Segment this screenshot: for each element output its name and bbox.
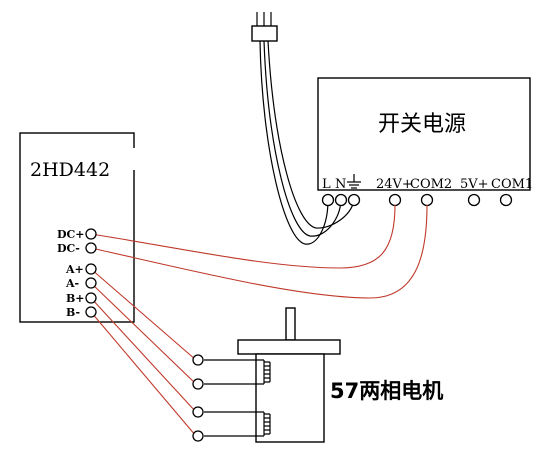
ps-terminal-n — [334, 193, 348, 207]
ps-terminal-ground — [347, 193, 361, 207]
motor-terminal-2 — [192, 378, 204, 390]
ps-terminal-l — [321, 193, 335, 207]
driver-terminal-b-minus — [85, 306, 97, 318]
ps-label-24v: 24V+ — [376, 177, 413, 192]
driver-label-dc-plus: DC+ — [57, 228, 85, 241]
motor-body — [237, 307, 341, 443]
ps-terminal-24v — [388, 193, 402, 207]
driver-box — [19, 132, 135, 323]
motor-terminal-3 — [192, 406, 204, 418]
power-wires — [90, 204, 428, 299]
driver-terminal-a-plus — [85, 263, 97, 275]
driver-label-b-plus: B+ — [66, 292, 85, 305]
driver-terminal-a-minus — [85, 277, 97, 289]
driver-terminal-b-plus — [85, 292, 97, 304]
driver-label-a-minus: A- — [65, 277, 79, 290]
power-supply-title: 开关电源 — [378, 112, 466, 137]
ps-terminal-5v — [467, 193, 481, 207]
ps-label-n: N — [335, 177, 346, 192]
motor-coils — [204, 359, 271, 437]
motor-terminal-1 — [192, 354, 204, 366]
ground-icon — [347, 174, 361, 189]
ps-terminal-com2 — [420, 193, 434, 207]
driver-label-a-plus: A+ — [65, 263, 84, 276]
driver-terminal-dc-plus — [85, 228, 97, 240]
driver-model: 2HD442 — [30, 159, 110, 181]
mains-cable — [259, 40, 355, 245]
power-supply-box — [317, 77, 531, 191]
ps-label-com2: COM2 — [410, 177, 452, 192]
motor-wires — [90, 268, 197, 437]
driver-label-dc-minus: DC- — [57, 242, 80, 255]
ps-label-l: L — [322, 177, 331, 192]
motor-terminal-4 — [192, 430, 204, 442]
motor-label: 57两相电机 — [330, 379, 443, 403]
driver-terminal-dc-minus — [85, 242, 97, 254]
ps-label-com1: COM1 — [491, 177, 533, 192]
driver-label-b-minus: B- — [66, 306, 80, 319]
mains-plug — [251, 12, 278, 42]
ps-terminal-com1 — [499, 193, 513, 207]
ps-label-5v: 5V+ — [460, 177, 489, 192]
